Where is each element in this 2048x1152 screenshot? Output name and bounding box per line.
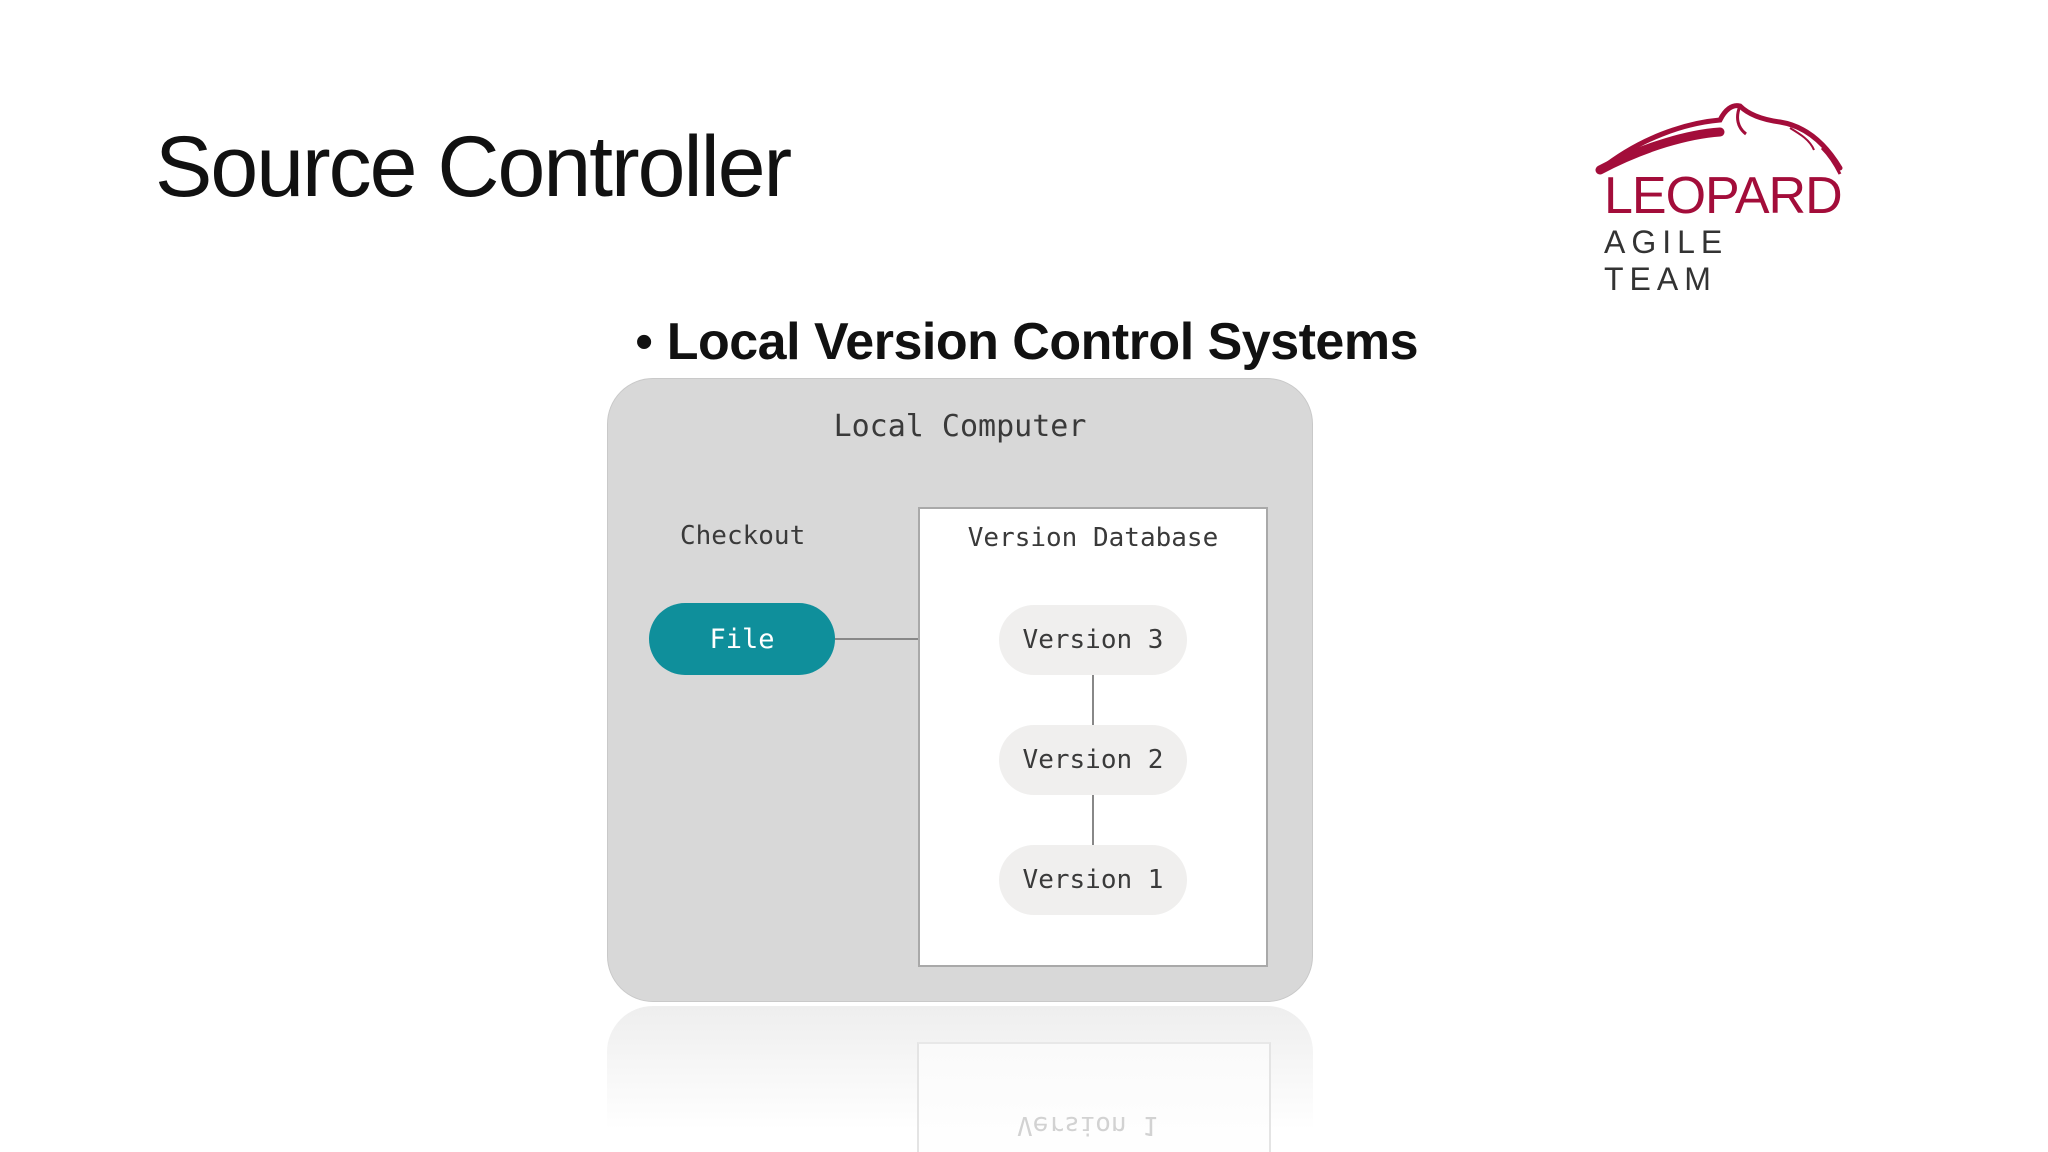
version-database-label: Version Database <box>967 523 1219 553</box>
version-database: Version Database Version 3 Version 2 Ver… <box>918 507 1268 967</box>
bullet-item: •Local Version Control Systems <box>635 312 1419 372</box>
local-computer-label: Local Computer <box>833 409 1087 444</box>
version-connector <box>1092 675 1094 729</box>
version-connector <box>1092 795 1094 849</box>
logo-wordmark: LEOPARD <box>1604 167 1843 225</box>
bullet-text: Local Version Control Systems <box>666 313 1419 371</box>
version-node: Version 1 <box>999 845 1187 915</box>
leopard-logo: LEOPARD AGILE TEAM <box>1590 98 1850 297</box>
reflection-text: Version 1 <box>1017 1110 1158 1140</box>
version-node: Version 3 <box>999 605 1187 675</box>
reflection-database <box>917 1042 1271 1152</box>
leopard-head-icon <box>1595 103 1843 175</box>
local-computer-diagram: Local Computer Checkout File Version Dat… <box>607 378 1313 1002</box>
file-connector <box>835 638 998 640</box>
slide-title: Source Controller <box>155 119 792 215</box>
checkout-label: Checkout <box>680 521 806 551</box>
file-node: File <box>649 603 835 675</box>
diagram-reflection: Version 1 <box>607 1006 1313 1152</box>
version-node: Version 2 <box>999 725 1187 795</box>
logo-tagline: AGILE TEAM <box>1604 224 1729 297</box>
bullet-dot: • <box>635 313 653 371</box>
